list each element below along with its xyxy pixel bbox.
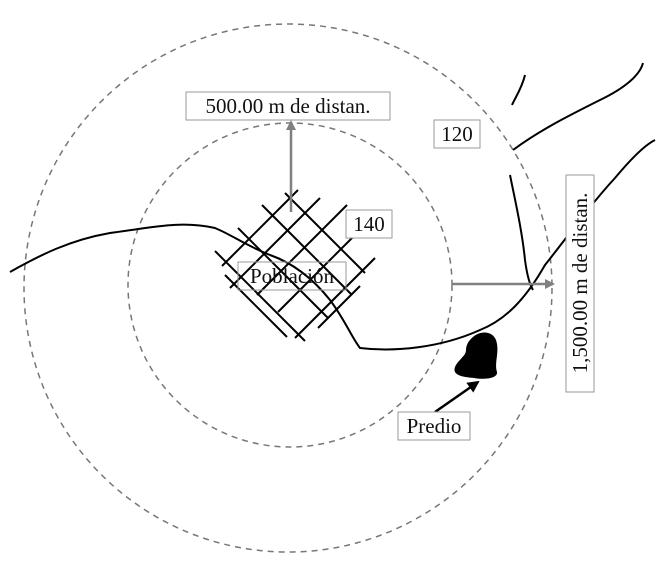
stream-line-3: [509, 174, 534, 291]
label-box-contour-120: [433, 119, 481, 149]
label-population: Población: [250, 264, 334, 288]
label-contour-140: 140: [353, 212, 385, 236]
property-shape: [454, 332, 498, 379]
label-box-property: [397, 411, 471, 441]
stream-line-2: [511, 74, 526, 106]
label-property: Predio: [407, 414, 462, 438]
arrow-predio: [434, 380, 480, 414]
label-contour-120: 120: [441, 122, 473, 146]
label-1500m: 1,500.00 m de distan.: [568, 193, 592, 374]
label-box-population: [237, 261, 347, 291]
stream-line-1: [512, 62, 644, 151]
label-500m: 500.00 m de distan.: [205, 94, 370, 118]
road-line: [9, 139, 656, 351]
label-box-1500m: [565, 174, 595, 393]
label-box-500m: [185, 91, 391, 121]
label-box-contour-140: [345, 209, 393, 239]
